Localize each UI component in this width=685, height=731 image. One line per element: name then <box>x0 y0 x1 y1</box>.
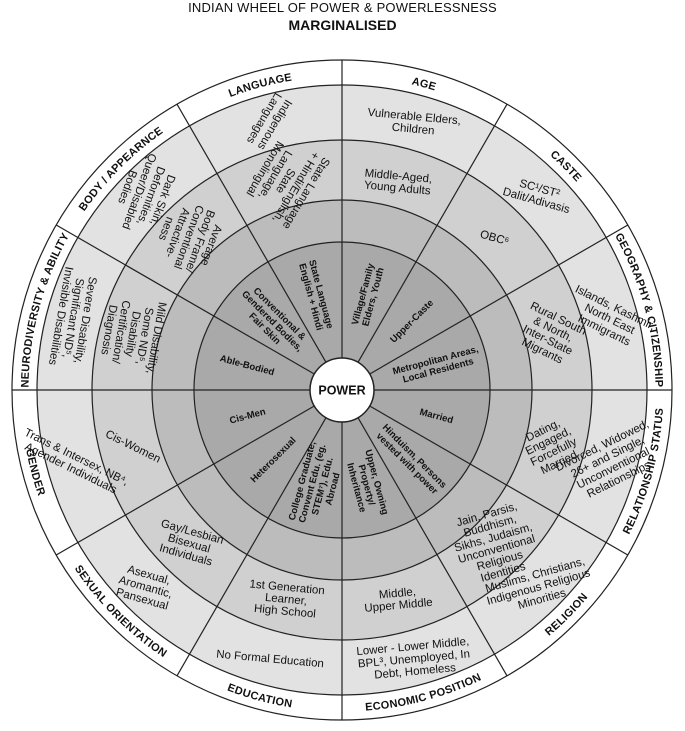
sector-divider <box>357 417 508 677</box>
middle-tier-text: AverageBody Frame/ConventionalAttractive… <box>148 195 228 279</box>
page-title: INDIAN WHEEL OF POWER & POWERLESSNESS <box>188 0 497 15</box>
sector-divider <box>176 103 327 363</box>
middle-tier-text-line: High School <box>253 603 316 621</box>
sector-divider <box>357 103 508 363</box>
sector-divider <box>55 405 315 556</box>
middle-tier-text-line: Learner, <box>264 592 307 608</box>
sector-divider <box>369 405 629 556</box>
hub-circle <box>309 357 375 423</box>
middle-tier-text-line: Middle, <box>378 586 416 601</box>
sector-divider <box>176 417 327 677</box>
sector-divider <box>369 224 629 375</box>
middle-tier-text: Mild Disability,Some ND⁵,DisabilityCerti… <box>96 293 167 375</box>
wheel-segments <box>12 60 672 720</box>
wheel-subtitle: MARGINALISED <box>288 17 397 33</box>
power-hub: POWER <box>309 357 375 423</box>
sector-divider <box>55 224 315 375</box>
middle-tier-text: Jain, Parsis,Buddhism,Sikhs, Judaism,Unc… <box>447 498 544 589</box>
middle-tier-text: 1st GenerationLearner,High School <box>247 578 325 621</box>
center-label: POWER <box>318 384 365 398</box>
outer-tier-text-line: Children <box>391 122 435 138</box>
